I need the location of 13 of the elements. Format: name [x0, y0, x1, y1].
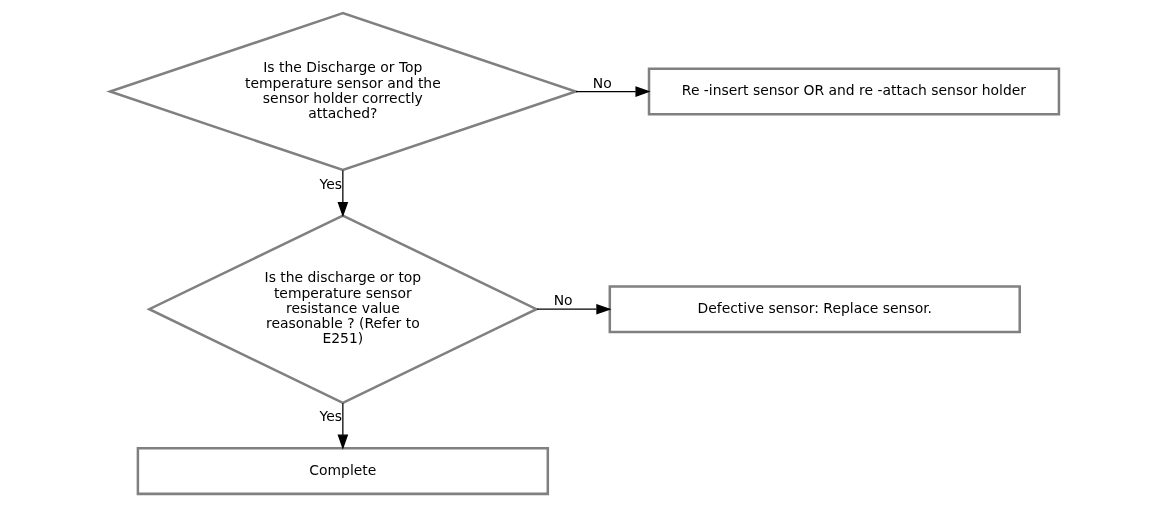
edge-label: Yes — [319, 175, 342, 192]
edge-label: Yes — [319, 408, 342, 425]
edge-label: No — [592, 74, 612, 91]
node-diamond: Is the discharge or top temperature sensor resistance value reasonable ? (Refer to E251) — [145, 214, 539, 405]
node-box: Defective sensor: Replace sensor. — [608, 285, 1021, 334]
arrow — [337, 402, 348, 450]
node-diamond: Is the Discharge or Top temperature sensor and the sensor holder correctly attached? — [105, 11, 580, 172]
edge-label: No — [553, 292, 573, 309]
node-box: Complete — [136, 447, 549, 496]
arrow — [535, 303, 612, 315]
arrow — [574, 86, 651, 97]
node-box: Re -insert sensor OR and re -attach sensor holder — [647, 67, 1060, 116]
arrow — [337, 169, 348, 218]
